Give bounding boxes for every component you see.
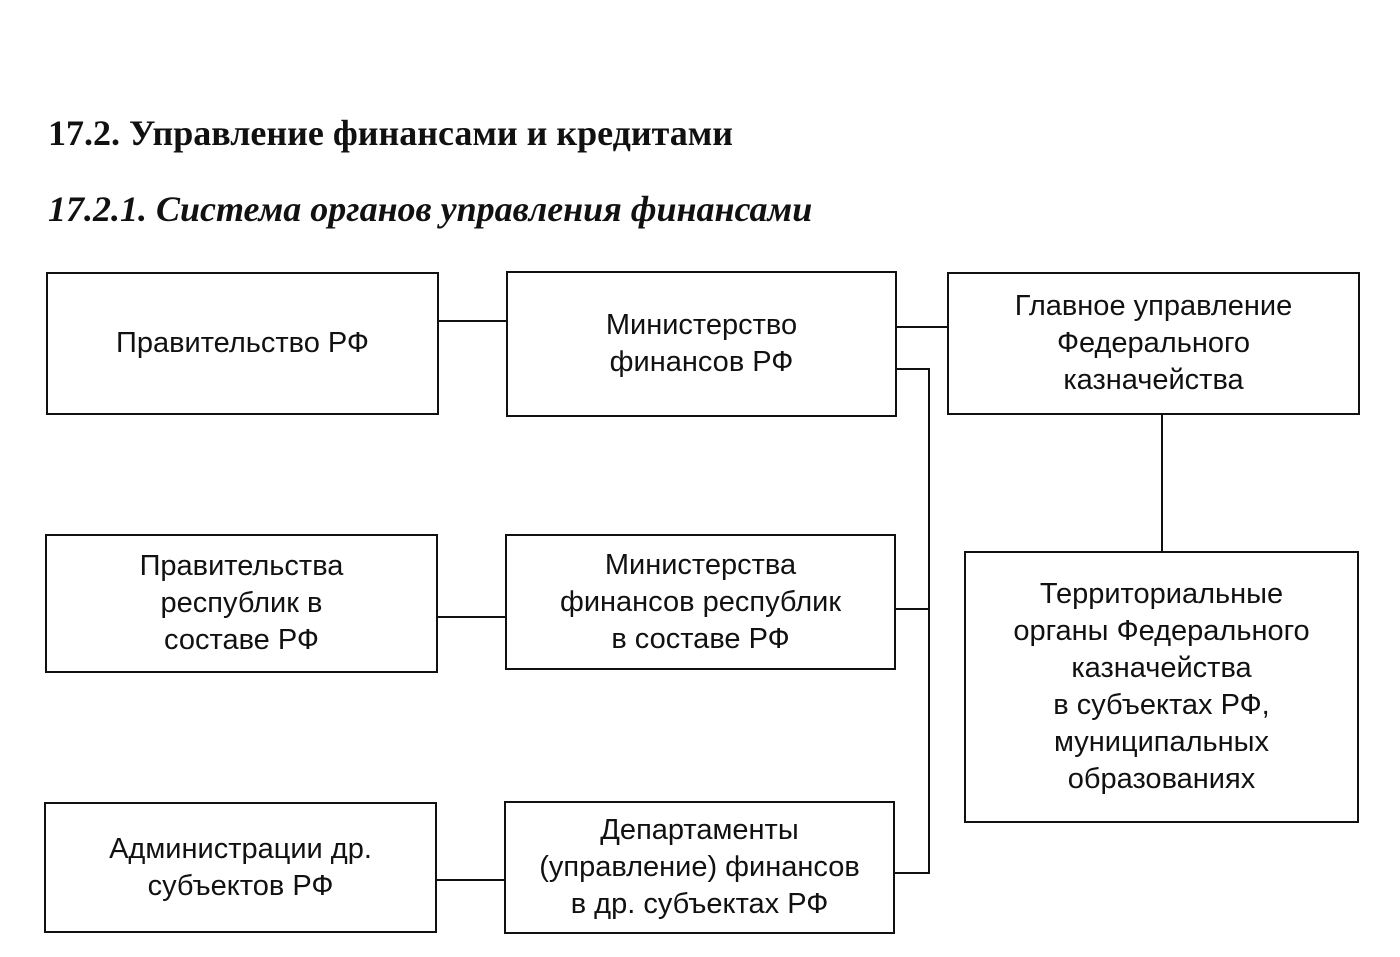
box-government-rf-label: Правительство РФ [116,327,369,359]
box-governments-republics: Правительства республик в составе РФ [45,534,438,673]
box-administrations-subjects: Администрации др. субъектов РФ [44,802,437,933]
box-treasury-main-label: Главное управление Федерального казначей… [1014,290,1293,396]
box-administrations-subjects-label: Администрации др. субъектов РФ [109,832,372,902]
box-government-rf: Правительство РФ [46,272,439,415]
box-treasury-territorial: Территориальные органы Федерального казн… [964,551,1359,823]
box-departments-finance: Департаменты (управление) финансов в др.… [504,801,895,934]
subsection-title: 17.2.1. Система органов управления финан… [48,189,813,229]
box-ministries-republics: Министерства финансов республик в состав… [505,534,896,670]
box-ministry-finance-rf: Министерство финансов РФ [506,271,897,417]
box-treasury-main: Главное управление Федерального казначей… [947,272,1360,415]
box-treasury-territorial-label: Территориальные органы Федерального казн… [1013,578,1310,795]
box-departments-finance-label: Департаменты (управление) финансов в др.… [539,814,860,920]
box-ministry-finance-rf-label: Министерство финансов РФ [605,309,798,378]
box-governments-republics-label: Правительства республик в составе РФ [139,550,344,656]
section-title: 17.2. Управление финансами и кредитами [48,113,734,153]
box-ministries-republics-label: Министерства финансов республик в состав… [559,548,842,655]
